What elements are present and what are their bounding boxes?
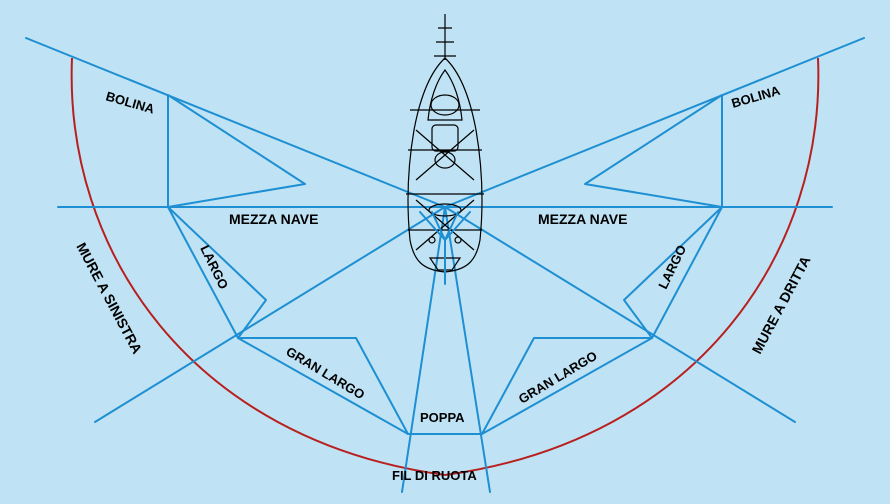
label-mure-sinistra: MURE A SINISTRA	[73, 240, 145, 356]
label-largo-left: LARGO	[197, 243, 231, 292]
largo-sail-right	[623, 206, 723, 339]
stern-rigging	[419, 211, 471, 285]
label-poppa: POPPA	[420, 410, 465, 425]
label-bolina-left: BOLINA	[104, 88, 157, 116]
poppa-line-right	[444, 206, 491, 493]
label-largo-right: LARGO	[655, 243, 689, 292]
label-gran-largo-right: GRAN LARGO	[516, 348, 600, 407]
ship-icon	[406, 14, 484, 273]
label-bolina-right: BOLINA	[730, 83, 783, 111]
bolina-line-left	[25, 37, 446, 208]
label-fil-di-ruota: FIL DI RUOTA	[392, 468, 477, 483]
largo-line-right	[444, 206, 796, 423]
largo-line-left	[94, 206, 446, 423]
starboard-tack-arc	[444, 57, 820, 476]
largo-sail-left	[167, 206, 267, 339]
gran-largo-sail-right	[481, 337, 653, 435]
bolina-sail-left	[167, 94, 306, 208]
label-mure-dritta: MURE A DRITTA	[749, 253, 814, 356]
port-tack-arc	[70, 57, 446, 476]
label-gran-largo-left: GRAN LARGO	[283, 344, 367, 403]
gran-largo-sail-left	[237, 337, 409, 435]
poppa-line-left	[401, 206, 446, 493]
bolina-line-right	[444, 37, 865, 208]
bolina-sail-right	[584, 94, 723, 208]
label-mezza-nave-left: MEZZA NAVE	[229, 211, 318, 227]
label-mezza-nave-right: MEZZA NAVE	[538, 211, 627, 227]
